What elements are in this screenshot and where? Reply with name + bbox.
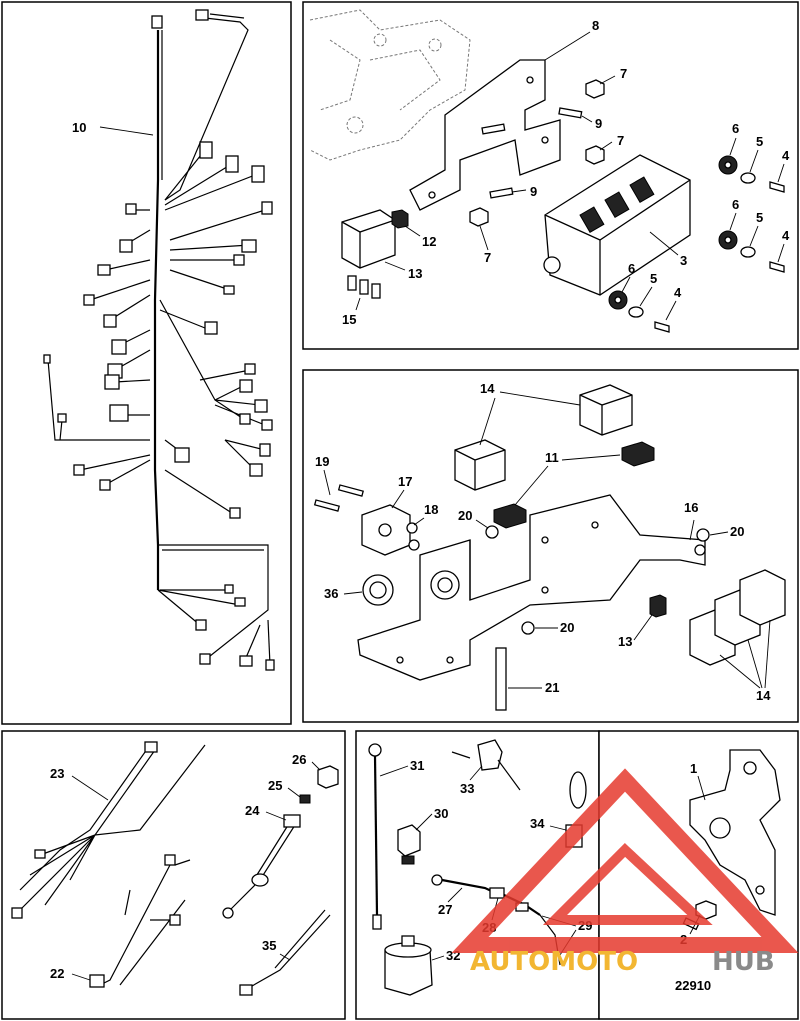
sensor-31 (368, 743, 382, 930)
callout-9b: 9 (530, 184, 537, 199)
fuse-holders-11 (493, 441, 655, 529)
callout-8: 8 (592, 18, 599, 33)
callout-27: 27 (438, 902, 452, 917)
callout-16: 16 (684, 500, 698, 515)
callout-20c: 20 (560, 620, 574, 635)
callout-17: 17 (398, 474, 412, 489)
callout-21: 21 (545, 680, 559, 695)
relays (454, 384, 786, 666)
callout-4c: 4 (674, 285, 682, 300)
harness-35 (239, 909, 331, 996)
callout-5a: 5 (756, 134, 763, 149)
callout-11: 11 (545, 450, 559, 465)
ecm-mounting-bracket (409, 59, 561, 211)
callout-4a: 4 (782, 148, 790, 163)
callout-3: 3 (680, 253, 687, 268)
callout-1: 1 (690, 761, 697, 776)
callout-26: 26 (292, 752, 306, 767)
callout-5b: 5 (756, 210, 763, 225)
watermark-text-a: AUTOMOTO (470, 947, 638, 977)
callout-15: 15 (342, 312, 356, 327)
sender-32 (384, 935, 433, 996)
engine-harness-23 (11, 741, 206, 919)
callout-10: 10 (72, 120, 86, 135)
callout-6a: 6 (732, 121, 739, 136)
harness-22 (89, 854, 191, 988)
connector-25-26 (299, 765, 339, 804)
watermark-logo (451, 768, 799, 953)
callout-14b: 14 (756, 688, 771, 703)
callout-35: 35 (262, 938, 276, 953)
callout-31: 31 (410, 758, 424, 773)
callout-20a: 20 (458, 508, 472, 523)
callout-4b: 4 (782, 228, 790, 243)
callout-13b: 13 (618, 634, 632, 649)
callout-6c: 6 (628, 261, 635, 276)
callout-7c: 7 (484, 250, 491, 265)
callout-33: 33 (460, 781, 474, 796)
figure-number: 22910 (675, 978, 711, 993)
callout-18: 18 (424, 502, 438, 517)
misc-hardware (313, 484, 710, 711)
callout-7a: 7 (620, 66, 627, 81)
panel-ecm-bracket (302, 1, 799, 350)
callout-30: 30 (434, 806, 448, 821)
harness-24 (222, 814, 301, 919)
callout-34: 34 (530, 816, 545, 831)
callout-9a: 9 (595, 116, 602, 131)
relay-bracket-assembly (357, 494, 706, 681)
panel-harnesses (1, 730, 346, 1020)
callout-7b: 7 (617, 133, 624, 148)
callout-5c: 5 (650, 271, 657, 286)
callout-22: 22 (50, 966, 64, 981)
callout-23: 23 (50, 766, 64, 781)
callout-6b: 6 (732, 197, 739, 212)
callout-12: 12 (422, 234, 436, 249)
watermark-triangle-icon (451, 768, 799, 953)
main-wiring-harness (43, 9, 275, 671)
callout-36: 36 (324, 586, 338, 601)
cable-27-28-29 (431, 874, 561, 966)
sensor-33 (451, 739, 521, 791)
sensor-30 (397, 824, 421, 865)
callout-20b: 20 (730, 524, 744, 539)
engine-ghost-outline (309, 9, 471, 161)
fuse-holder-parts (341, 209, 409, 299)
watermark-text-b: HUB (712, 947, 775, 977)
callout-19: 19 (315, 454, 329, 469)
fasteners-7-9 (469, 79, 605, 227)
grommets-washers-bolts (608, 155, 785, 333)
callout-24: 24 (245, 803, 260, 818)
callout-14a: 14 (480, 381, 495, 396)
callout-13a: 13 (408, 266, 422, 281)
callout-25: 25 (268, 778, 282, 793)
engine-control-module (543, 154, 691, 296)
